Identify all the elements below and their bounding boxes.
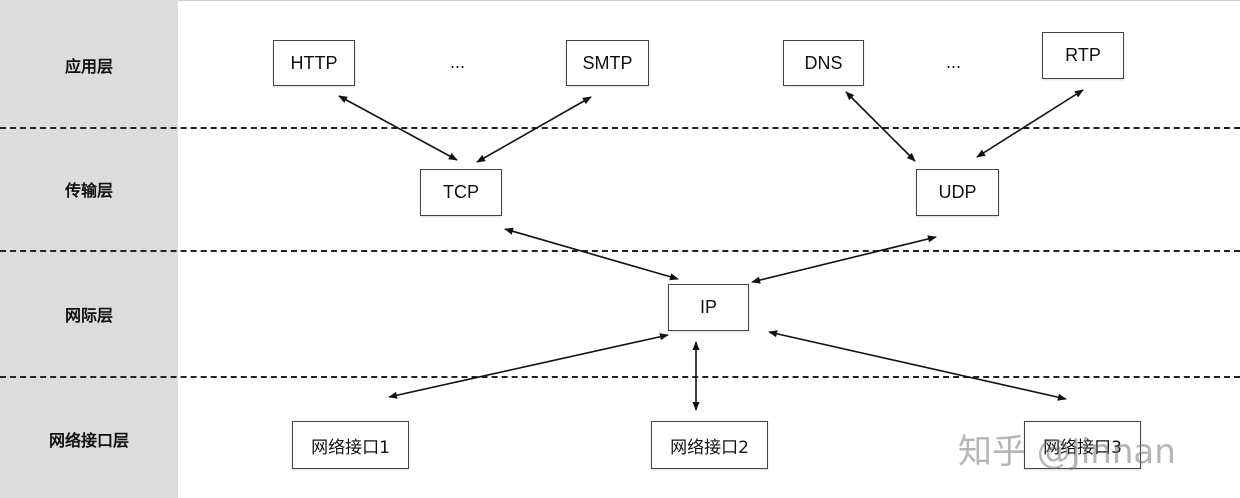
arrow-smtp-tcp [476,96,592,163]
smtp-node: SMTP [566,40,649,86]
top-border [0,0,1240,1]
arrow-rtp-udp [976,89,1084,158]
arrow-dns-udp [845,91,916,162]
dns-node: DNS [783,40,864,86]
rtp-node: RTP [1042,32,1124,79]
layer-sidebar [0,0,178,498]
layer-label-transport: 传输层 [64,181,113,200]
tcp-node: TCP [420,169,502,216]
ellipsis: ... [946,52,962,72]
arrow-ip-if3 [768,330,1067,401]
layer-divider [0,127,1240,129]
ellipsis: ... [450,52,466,72]
network-interface-2-node: 网络接口2 [651,421,768,469]
ip-node: IP [668,284,749,331]
http-node: HTTP [273,40,355,86]
arrow-http-tcp [338,95,458,161]
network-interface-1-node: 网络接口1 [292,421,409,469]
layer-label-network-interface: 网络接口层 [48,431,129,450]
watermark: 知乎 @Jinnan [958,432,1176,472]
arrow-ip-if1 [388,333,669,399]
arrow-udp-ip [751,235,937,284]
network-interface-3-node: 网络接口3 [1024,421,1141,469]
layer-label-internet: 网际层 [64,306,113,325]
layer-label-application: 应用层 [64,57,113,76]
arrow-tcp-ip [504,227,679,281]
udp-node: UDP [916,169,999,216]
